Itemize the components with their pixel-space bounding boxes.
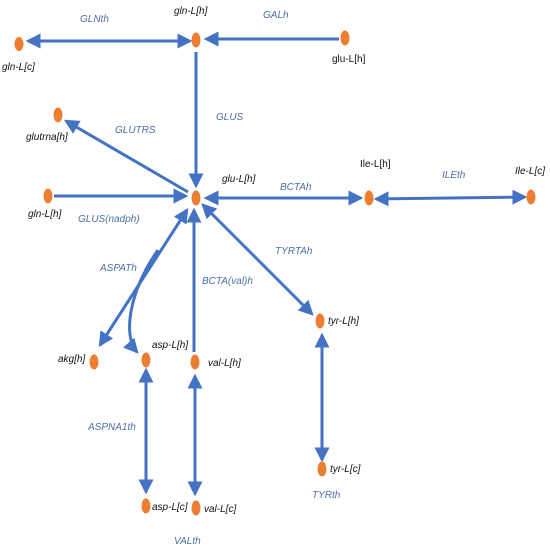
label-glu-h-top: glu-L[h] [332, 54, 366, 65]
label-akg-h: akg[h] [58, 354, 85, 365]
node-gln-h-top [191, 32, 201, 48]
label-tyr-h: tyr-L[h] [328, 316, 359, 327]
label-val-c: val-L[c] [204, 504, 236, 515]
reaction-aspna1th: ASPNA1th [87, 422, 136, 433]
label-tyr-c: tyr-L[c] [330, 464, 361, 475]
node-glu-h-top [340, 30, 350, 46]
node-ile-h [364, 190, 374, 206]
label-val-h: val-L[h] [208, 358, 241, 369]
label-asp-c: asp-L[c] [152, 502, 188, 513]
node-labels: gln-L[c] gln-L[h] glu-L[h] glutrna[h] gl… [2, 6, 545, 515]
node-asp-h [141, 352, 151, 368]
nodes [14, 30, 536, 516]
edges [25, 31, 528, 497]
reaction-glutrs: GLUTRS [115, 125, 156, 136]
node-glutrna-h [53, 107, 63, 123]
label-gln-h-left: gln-L[h] [28, 209, 62, 220]
reaction-galh: GALh [263, 10, 289, 21]
edge-glutrs [63, 119, 189, 194]
node-ile-c [526, 189, 536, 205]
label-ile-h: Ile-L[h] [360, 159, 391, 170]
edge-aspath-asp [123, 249, 160, 354]
reaction-valth: VALth [174, 536, 201, 547]
reaction-bctah: BCTAh [280, 182, 312, 193]
node-gln-c [14, 37, 24, 51]
edge-ileth [373, 189, 528, 207]
node-asp-c [141, 498, 151, 514]
reaction-glnth: GLNth [80, 14, 109, 25]
label-ile-c: Ile-L[c] [515, 166, 545, 177]
node-tyr-c [317, 461, 327, 477]
label-gln-c: gln-L[c] [2, 62, 35, 73]
node-akg-h [89, 354, 99, 370]
reaction-glus: GLUS [216, 112, 244, 123]
label-glutrna-h: glutrna[h] [26, 132, 68, 143]
label-glu-h-center: glu-L[h] [222, 174, 256, 185]
reaction-ileth: ILEth [442, 170, 466, 181]
reaction-labels: GLNth GALh GLUS GLUTRS GLUS(nadph) BCTAh… [78, 10, 466, 547]
reaction-tyrth: TYRth [312, 490, 341, 501]
node-val-h [190, 354, 200, 370]
label-gln-h-top: gln-L[h] [174, 6, 208, 17]
reaction-glus-nadph: GLUS(nadph) [78, 214, 140, 225]
node-val-c [191, 500, 201, 516]
reaction-tyrtah: TYRTAh [275, 246, 313, 257]
edge-tyrtah [201, 203, 314, 316]
label-asp-h: asp-L[h] [152, 340, 188, 351]
node-glu-h-center [191, 190, 201, 206]
node-gln-h-left [43, 188, 53, 204]
node-tyr-h [315, 313, 325, 329]
reaction-bcta-val: BCTA(val)h [202, 276, 253, 287]
reaction-aspath: ASPATh [99, 263, 137, 274]
